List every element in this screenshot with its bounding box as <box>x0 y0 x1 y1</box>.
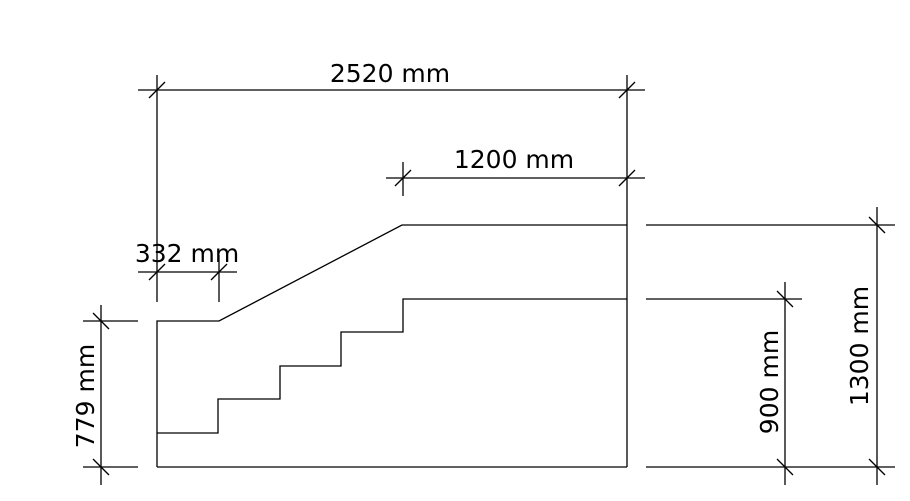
step-profile <box>157 298 627 434</box>
dimension-900: 900 mm <box>755 282 794 485</box>
stair-outline <box>156 75 628 468</box>
right-extension-lines <box>646 224 895 468</box>
dimension-label-332: 332 mm <box>135 239 239 268</box>
dimension-1200: 1200 mm <box>386 145 645 196</box>
dimension-332: 332 mm <box>135 239 239 302</box>
dimension-779: 779 mm <box>71 305 138 485</box>
ramp-profile <box>156 224 627 467</box>
dimension-2520: 2520 mm <box>138 59 645 302</box>
dimension-label-1300: 1300 mm <box>845 286 874 406</box>
dimension-label-779: 779 mm <box>71 344 100 448</box>
dimension-label-900: 900 mm <box>755 330 784 434</box>
dimension-1300: 1300 mm <box>845 207 886 485</box>
dimension-label-2520: 2520 mm <box>330 59 450 88</box>
dimension-label-1200: 1200 mm <box>454 145 574 174</box>
